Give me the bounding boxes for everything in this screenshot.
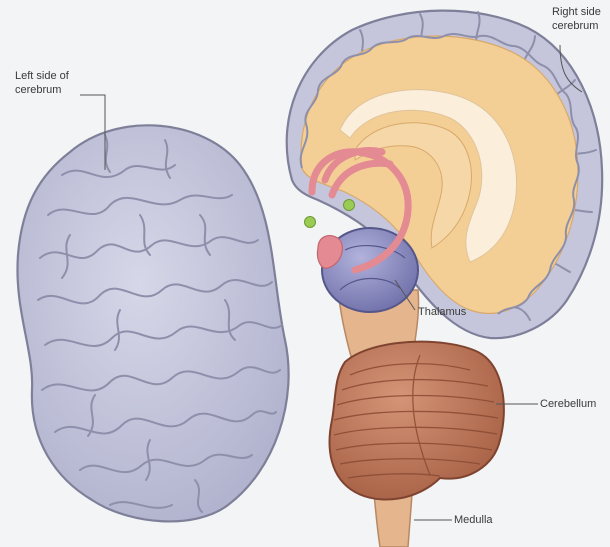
green-structure-left xyxy=(305,217,316,228)
label-cerebellum: Cerebellum xyxy=(540,398,596,411)
label-left-cerebrum-line1: Left side of xyxy=(15,70,69,83)
label-medulla: Medulla xyxy=(454,514,493,527)
green-structure-right xyxy=(344,200,355,211)
label-thalamus: Thalamus xyxy=(418,306,466,319)
left-cerebrum xyxy=(17,125,288,521)
label-left-cerebrum-line2: cerebrum xyxy=(15,84,61,97)
label-right-cerebrum-line2: cerebrum xyxy=(552,20,598,33)
label-right-cerebrum-line1: Right side xyxy=(552,6,601,19)
cerebellum xyxy=(330,342,504,500)
